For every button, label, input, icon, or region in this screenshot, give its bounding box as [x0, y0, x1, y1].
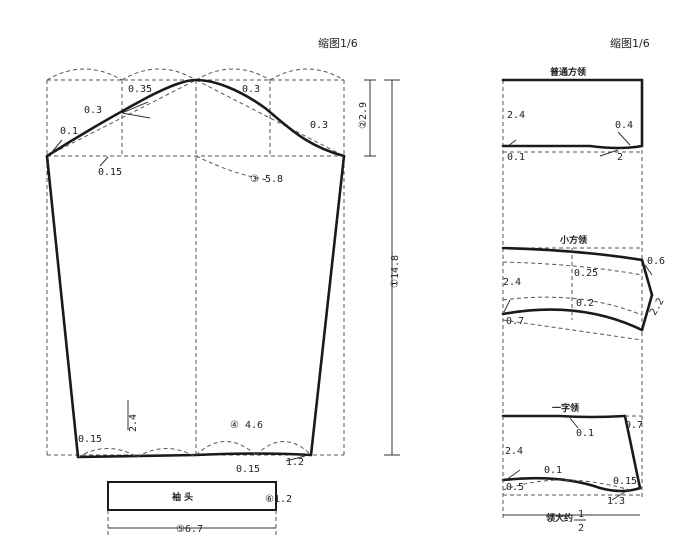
collar1-label-2: 2 [617, 152, 623, 163]
collar3-label-015: 0.15 [613, 476, 637, 487]
collar3-label-24: 2.4 [505, 446, 523, 457]
cuff-height-label: ⑥1.2 [265, 494, 292, 505]
cap-width-label: ③ 5.8 [250, 174, 283, 185]
collar1-title: 普通方领 [550, 66, 586, 78]
cap-height-label: ②2.9 [358, 102, 369, 129]
collar2-label-025: 0.25 [574, 268, 598, 279]
cuff-text: 袖 头 [171, 491, 193, 503]
hem-label-015-mid: 0.15 [236, 464, 260, 475]
cuff-length-label: ⑤6.7 [176, 524, 203, 535]
collar3-label-13: 1.3 [607, 496, 625, 507]
cap-label-03-top: 0.3 [242, 84, 260, 95]
collar-patterns: 缩图1/6 普通方领 2.4 0.4 0.1 2 小方领 [501, 37, 667, 534]
collar2-title: 小方领 [559, 234, 587, 246]
sleeve-left-seam [45, 154, 80, 459]
cap-label-01: 0.1 [60, 126, 78, 137]
sleeve-hem [76, 452, 313, 459]
hem-label-12: 1.2 [286, 457, 304, 468]
cap-label-03-left: 0.3 [84, 105, 102, 116]
collar2-label-02: 0.2 [576, 298, 594, 309]
collar3-label-05: 0.5 [506, 482, 524, 493]
right-scale-label: 缩图1/6 [610, 37, 650, 50]
cuff-rect [107, 481, 277, 511]
collar-small-square: 小方领 2.4 0.25 0.6 0.2 0.7 2.2 [501, 234, 667, 341]
left-scale-label: 缩图1/6 [318, 37, 358, 50]
collar3-bottom-label: 领大约 [546, 512, 573, 524]
collar2-label-06: 0.6 [647, 256, 665, 267]
sleeve-cap-curve [45, 78, 346, 158]
collar2-label-07: 0.7 [506, 316, 524, 327]
sleeve-pattern: 缩图1/6 [45, 37, 401, 536]
sleeve-right-seam [309, 154, 346, 457]
hem-label-24: 2.4 [128, 414, 139, 432]
collar3-label-07: 0.7 [625, 420, 643, 431]
collar3-label-01-top: 0.1 [576, 428, 594, 439]
collar1-label-01: 0.1 [507, 152, 525, 163]
collar3-title: 一字领 [552, 402, 579, 414]
collar-regular-square: 普通方领 2.4 0.4 0.1 2 [501, 66, 644, 163]
collar3-label-01-mid: 0.1 [544, 465, 562, 476]
collar-straight: 一字领 0.1 0.7 2.4 0.1 0.5 0.15 1.3 领大约 1 2 [501, 402, 643, 534]
sleeve-length-label: ①14.8 [390, 255, 401, 288]
collar1-label-24: 2.4 [507, 110, 525, 121]
hem-width-label: ④ 4.6 [230, 420, 263, 431]
cap-label-035: 0.35 [128, 84, 152, 95]
cap-label-03-right: 0.3 [310, 120, 328, 131]
hem-label-015-left: 0.15 [78, 434, 102, 445]
cap-label-015: 0.15 [98, 167, 122, 178]
collar3-frac-num: 1 [578, 509, 584, 520]
collar2-label-24: 2.4 [503, 277, 521, 288]
collar1-label-04: 0.4 [615, 120, 633, 131]
collar3-frac-den: 2 [578, 523, 584, 534]
